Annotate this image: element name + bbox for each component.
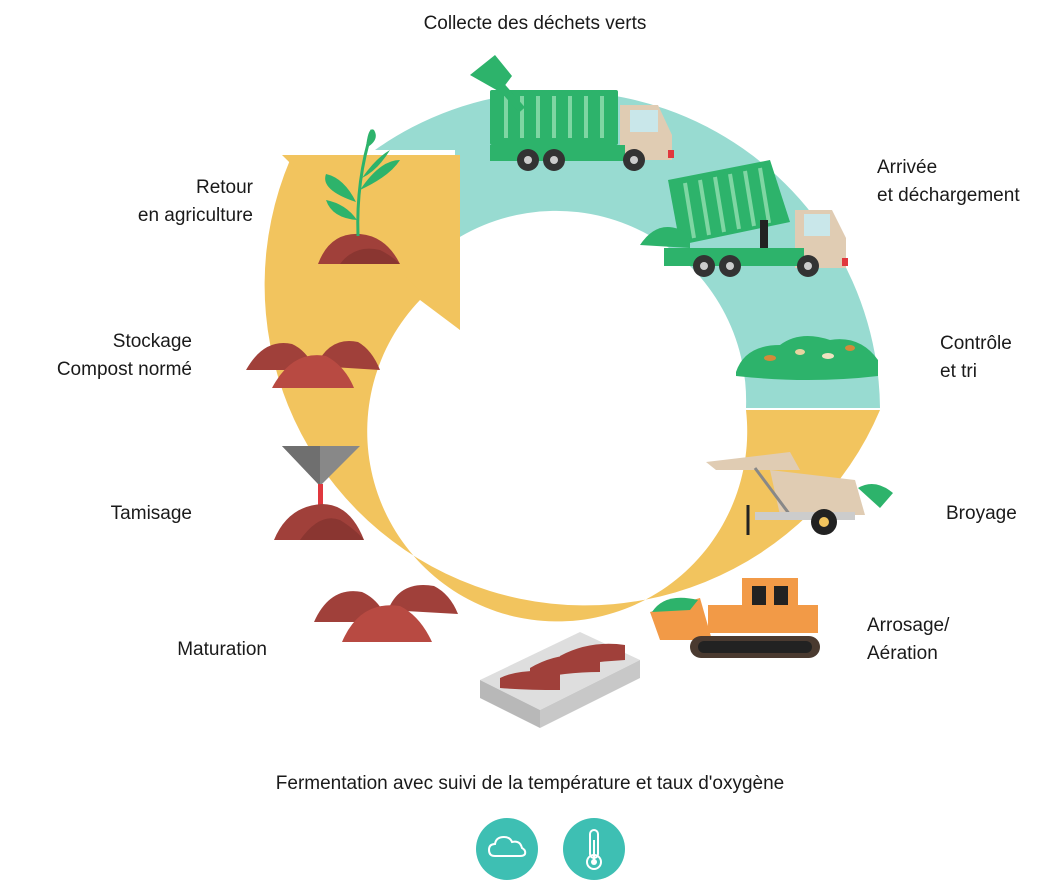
thermometer-icon [563, 818, 625, 880]
collection-truck-icon [470, 55, 674, 171]
label-collecte: Collecte des déchets verts [423, 13, 647, 34]
plant-icon [318, 129, 400, 264]
bulldozer-icon [650, 578, 820, 658]
storage-piles-icon [246, 341, 380, 388]
label-maturation: Maturation [177, 639, 267, 660]
label-fermentation: Fermentation avec suivi de la températur… [275, 773, 785, 794]
label-controle: Contrôle et tri [940, 333, 1012, 382]
sorting-pile-icon [736, 336, 878, 380]
label-retour: Retour en agriculture [137, 177, 253, 226]
maturation-piles-icon [314, 585, 458, 642]
dump-truck-icon [640, 160, 848, 277]
cloud-icon [476, 818, 538, 880]
fermentation-trench-icon [480, 632, 640, 728]
label-stockage: Stockage Compost normé [56, 331, 192, 380]
label-broyage: Broyage [946, 503, 1017, 524]
label-arrosage: Arrosage/ Aération [867, 615, 950, 664]
label-arrivee: Arrivée et déchargement [877, 157, 1020, 206]
shredder-icon [706, 452, 893, 535]
sieve-icon [274, 446, 364, 540]
label-tamisage: Tamisage [110, 503, 192, 524]
